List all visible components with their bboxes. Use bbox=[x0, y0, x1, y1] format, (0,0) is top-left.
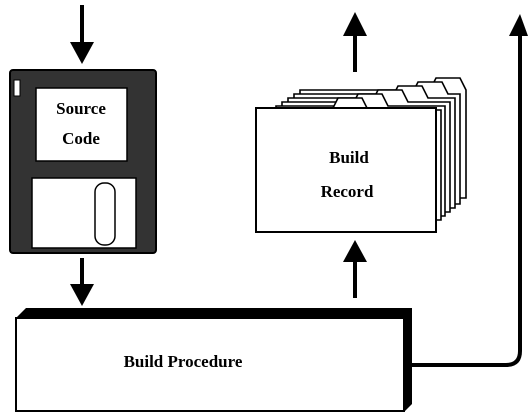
front-folder bbox=[255, 107, 437, 233]
build-record-label-line1: Build bbox=[329, 148, 369, 167]
build-procedure-box: Build Procedure bbox=[15, 308, 412, 412]
arrow-procedure-feedback bbox=[412, 14, 528, 367]
build-procedure-label: Build Procedure bbox=[124, 352, 243, 371]
floppy-shutter bbox=[31, 177, 137, 249]
file-folders-icon: Build Record bbox=[255, 77, 467, 233]
floppy-label-line2: Code bbox=[62, 129, 100, 148]
build-record-label-line2: Record bbox=[321, 182, 374, 201]
arrow-input-to-source bbox=[70, 5, 94, 64]
floppy-label-line1: Source bbox=[56, 99, 106, 118]
arrow-procedure-to-record bbox=[343, 240, 367, 298]
arrow-source-to-procedure bbox=[70, 258, 94, 306]
floppy-disk-icon: Source Code bbox=[9, 69, 157, 254]
arrow-record-output bbox=[343, 12, 367, 72]
floppy-label-area bbox=[35, 87, 128, 162]
